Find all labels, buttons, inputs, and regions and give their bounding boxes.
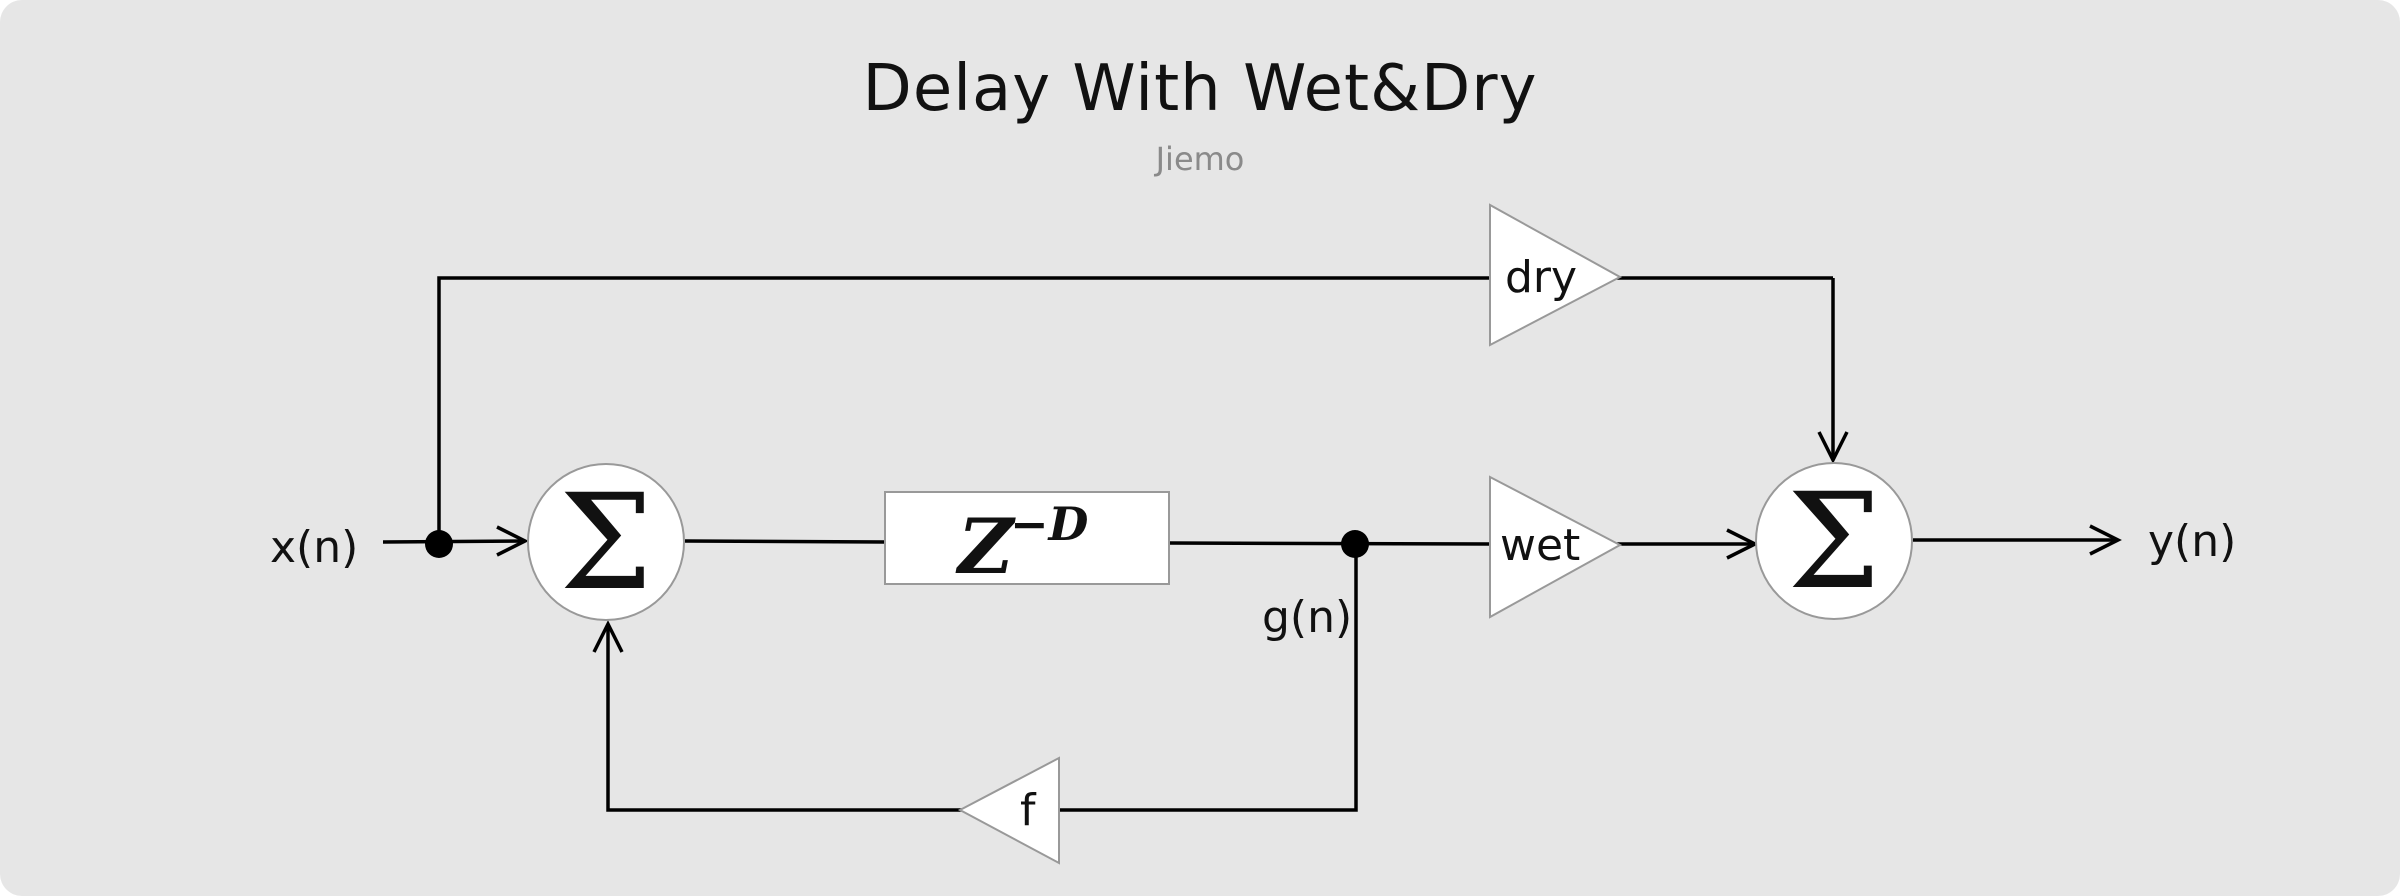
- input-label: x(n): [270, 522, 358, 573]
- feedback-wire-right: [1060, 543, 1358, 812]
- input-arrowhead: [496, 525, 529, 557]
- feedback-gain-label: f: [1020, 785, 1037, 836]
- delay-base: Z: [955, 502, 1016, 591]
- input-wire: [382, 539, 526, 544]
- feedback-arrowhead: [592, 620, 624, 653]
- dry-gain-block: dry: [1489, 203, 1623, 347]
- output-label: y(n): [2148, 516, 2236, 567]
- feedback-gain-block: f: [957, 756, 1060, 865]
- output-arrowhead: [2089, 524, 2122, 556]
- wet-gain-block: wet: [1489, 475, 1623, 619]
- delay-exponent: −D: [1010, 497, 1089, 551]
- summer-2: Σ: [1755, 462, 1913, 620]
- delay-to-wet-wire: [1167, 541, 1491, 546]
- wet-gain-label: wet: [1500, 520, 1580, 571]
- tap-label: g(n): [1262, 592, 1352, 643]
- wet-arrowhead: [1726, 528, 1759, 560]
- summer-1: Σ: [527, 463, 685, 621]
- diagram-subtitle: Jiemo: [1155, 140, 1245, 178]
- diagram-title: Delay With Wet&Dry: [862, 52, 1538, 126]
- dry-arrowhead: [1817, 431, 1849, 464]
- tap-junction-node: [1341, 530, 1369, 558]
- summer-2-symbol: Σ: [1787, 465, 1880, 619]
- dry-gain-label: dry: [1505, 252, 1577, 303]
- sum-to-delay-wire: [684, 539, 886, 544]
- summer-1-symbol: Σ: [559, 466, 652, 620]
- feedback-wire-left: [606, 624, 963, 812]
- delay-block: Z −D: [884, 491, 1170, 591]
- input-junction-node: [425, 530, 453, 558]
- dry-path-wire: [437, 276, 1490, 542]
